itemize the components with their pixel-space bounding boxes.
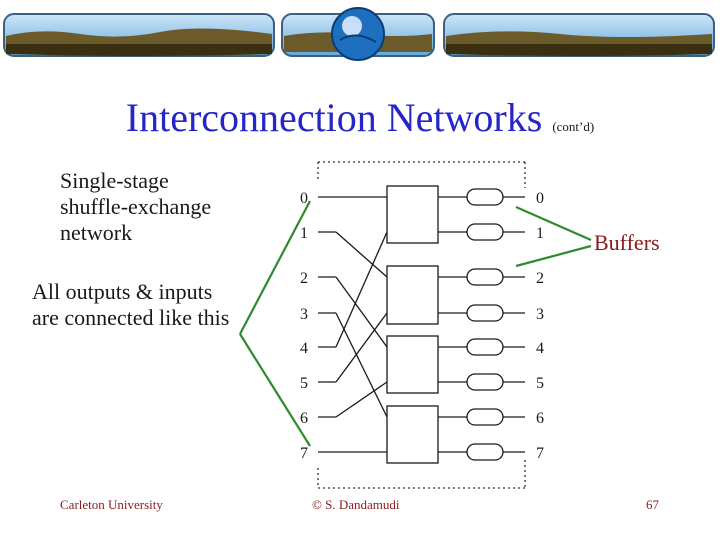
input-label: 0 [300,190,308,207]
buffer-box [466,223,504,241]
buffer-box [466,304,504,322]
shuffle-wire [335,231,388,278]
footer-author: © S. Dandamudi [312,497,400,512]
description-block-2: All outputs & inputs are connected like … [32,279,229,331]
output-label: 2 [536,270,544,287]
buffer-box [466,373,504,391]
output-label: 5 [536,375,544,392]
output-label: 0 [536,190,544,207]
buffer-box [466,338,504,356]
shuffle-wire [335,312,388,383]
buffer-box [466,188,504,206]
output-label: 1 [536,225,544,242]
footer-page-number: 67 [646,497,659,512]
shuffle-wire [335,276,388,348]
buffer-box [466,268,504,286]
switch-box [386,405,439,464]
description-line: are connected like this [32,304,230,330]
description-block-1: Single-stage shuffle-exchange network [60,168,211,246]
switch-box [386,335,439,394]
buffer-box [466,443,504,461]
output-label: 6 [536,410,544,427]
description-line: Single-stage [60,168,169,193]
input-label: 5 [300,375,308,392]
banner-right-bar [443,13,715,57]
description-line: network [60,219,133,245]
output-label: 3 [536,306,544,323]
buffers-label: Buffers [594,230,660,255]
slide-title: Interconnection Networks (cont’d) [0,94,720,141]
connection-arrow-upper [239,200,311,335]
input-label: 3 [300,306,308,323]
description-line: All outputs & inputs [32,279,213,304]
title-subtitle: (cont’d) [552,119,595,134]
output-label: 4 [536,340,544,357]
footer-institution: Carleton University [60,497,163,512]
connection-arrow-lower [239,333,311,447]
shuffle-wire [335,312,388,418]
input-label: 6 [300,410,308,427]
switch-box [386,185,439,244]
banner-decoration [3,7,715,61]
banner-left-bar [3,13,275,57]
switch-box [386,265,439,325]
buffers-arrow-lower [515,244,592,268]
title-main: Interconnection Networks [125,95,543,140]
input-label: 4 [300,340,308,357]
description-line: shuffle-exchange [60,193,212,219]
shuffle-wire [335,381,388,418]
input-label: 7 [300,445,308,462]
buffer-box [466,408,504,426]
input-label: 1 [300,225,308,242]
input-label: 2 [300,270,308,287]
globe-logo-icon [331,7,385,61]
output-label: 7 [536,445,544,462]
buffers-arrow-upper [515,205,592,242]
shuffle-wire [335,231,388,348]
